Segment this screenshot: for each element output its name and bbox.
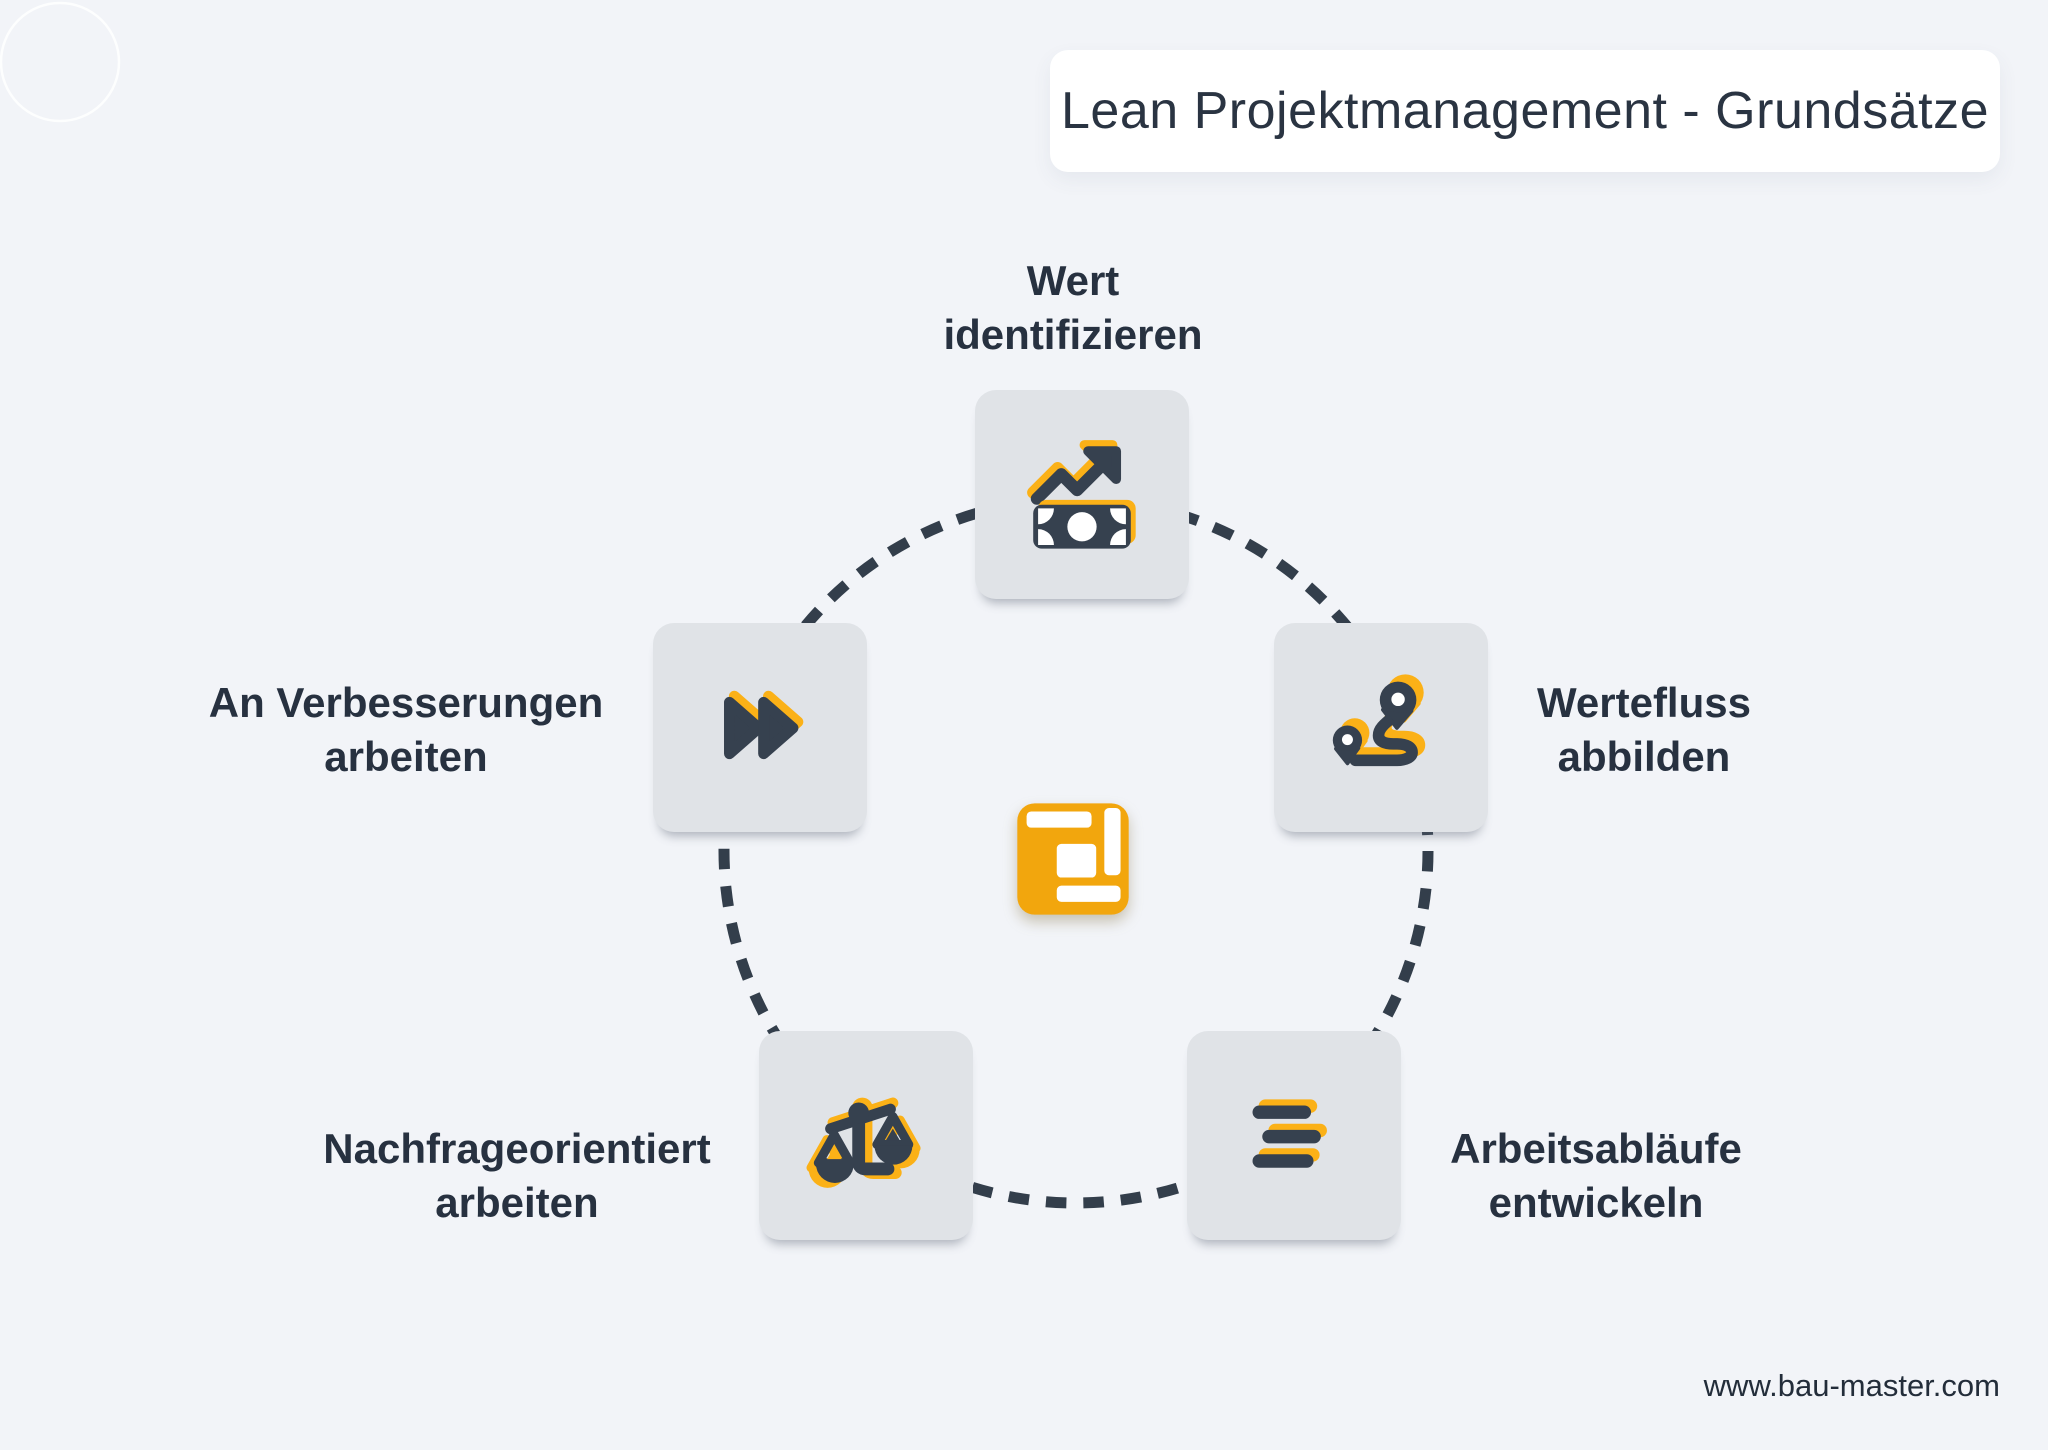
card-nachfrageorientiert-arbeiten <box>759 1031 973 1240</box>
bau-master-logo-icon <box>1017 803 1129 915</box>
label-line: identifizieren <box>943 311 1203 358</box>
title-card: Lean Projektmanagement - Grundsätze <box>1050 50 2000 172</box>
money-growth-icon <box>1027 439 1136 549</box>
label-line: arbeiten <box>435 1179 599 1226</box>
card-an-verbesserungen-arbeiten <box>653 623 867 832</box>
label-line: Arbeitsabläufe <box>1450 1125 1742 1172</box>
label-line: An Verbesserungen <box>208 679 604 726</box>
label-line: arbeiten <box>324 733 488 780</box>
footer-website-url: www.bau-master.com <box>1703 1368 2000 1403</box>
label-wertefluss-abbilden: Wertefluss abbilden <box>1537 676 1751 784</box>
card-wertefluss-abbilden <box>1274 623 1488 832</box>
label-wert-identifizieren: Wert identifizieren <box>943 254 1202 362</box>
card-wert-identifizieren <box>975 390 1189 599</box>
label-line: abbilden <box>1557 733 1731 780</box>
balance-scale-icon <box>806 1097 921 1188</box>
workflow-lines-icon <box>1252 1098 1327 1168</box>
label-line: Nachfrageorientiert <box>323 1125 711 1172</box>
label-line: Wert <box>1026 257 1120 304</box>
card-arbeitsablaeufe-entwickeln <box>1187 1031 1401 1240</box>
route-map-icon <box>1332 673 1426 766</box>
label-nachfrageorientiert-arbeiten: Nachfrageorientiert arbeiten <box>323 1122 710 1230</box>
fast-forward-icon <box>724 690 804 759</box>
label-an-verbesserungen-arbeiten: An Verbesserungen arbeiten <box>209 676 603 784</box>
label-line: entwickeln <box>1488 1179 1704 1226</box>
label-line: Wertefluss <box>1537 679 1751 726</box>
bau-master-logo <box>1015 801 1131 917</box>
page-title: Lean Projektmanagement - Grundsätze <box>1060 82 1989 140</box>
label-arbeitsablaeufe-entwickeln: Arbeitsabläufe entwickeln <box>1450 1122 1742 1230</box>
